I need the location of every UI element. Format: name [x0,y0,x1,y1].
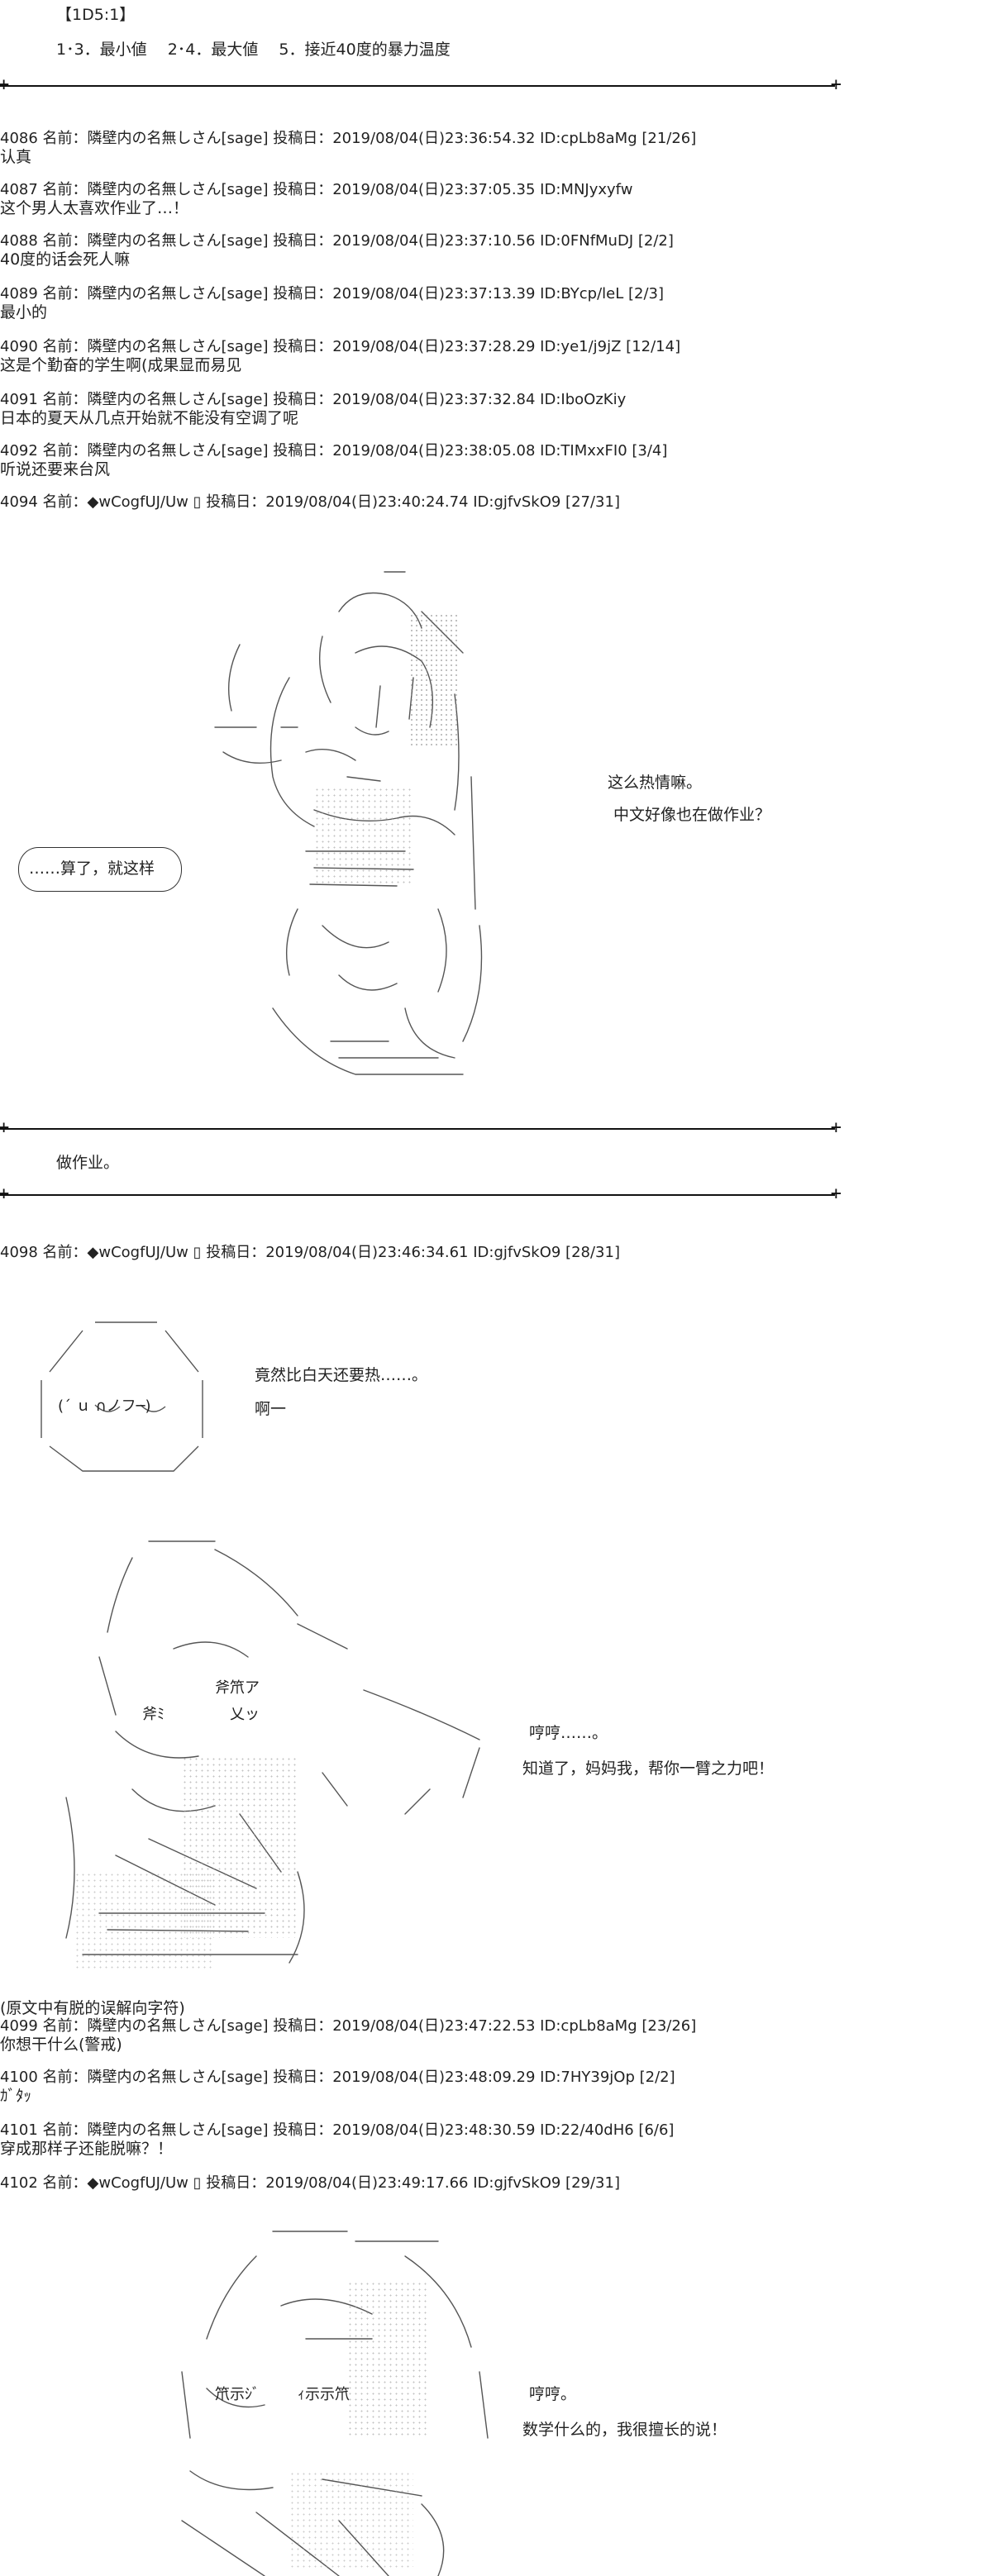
ascii-art-face: (´ ｕ ∩ノフ─) [33,1314,215,1479]
divider: ++ [0,1183,842,1204]
post-body: 你想干什么(警戒) [0,2036,122,2054]
post-meta: 4089 名前：隣壁内の名無しさん[sage] 投稿日：2019/08/04(日… [0,285,665,302]
dialogue-line: 数学什么的，我很擅长的说！ [522,2421,727,2439]
post-meta: 4102 名前：◆wCogfUJ/Uw ▯ 投稿日：2019/08/04(日)2… [0,2174,620,2192]
post-body: 40度的话会死人嘛 [0,250,131,269]
post-meta: 4086 名前：隣壁内の名無しさん[sage] 投稿日：2019/08/04(日… [0,130,697,147]
post-meta: 4092 名前：隣壁内の名無しさん[sage] 投稿日：2019/08/04(日… [0,442,668,459]
translator-note: (原文中有脱的误解向字符) [0,1999,185,2017]
divider: ++ [0,74,842,95]
ascii-art-character: 笊示ｼﾞ ｨ示示笊 [157,2223,521,2576]
post-meta: 4100 名前：隣壁内の名無しさん[sage] 投稿日：2019/08/04(日… [0,2069,675,2086]
art-text: ｨ示示笊 [298,2386,350,2403]
ascii-art-character [190,562,579,1107]
divider: ++ [0,1117,842,1138]
art-text: 乂ッ [230,1706,260,1723]
post-body: 这是个勤奋的学生啊(成果显而易见 [0,356,242,374]
art-text: 笊示ｼﾞ [215,2386,260,2403]
vote-tag: 【1D5:1】 [56,6,136,24]
art-text: 斧笊ア [215,1679,260,1697]
post-body: 日本的夏天从几点开始就不能没有空调了呢 [0,409,299,427]
face-text: (´ ｕ ∩ノフ─) [58,1398,151,1415]
post-body: 穿成那样子还能脱嘛？！ [0,2140,174,2158]
post-body: 听说还要来台风 [0,460,111,479]
post-meta: 4088 名前：隣壁内の名無しさん[sage] 投稿日：2019/08/04(日… [0,232,674,250]
post-body: ｶﾞﾀｯ [0,2087,32,2105]
post-body: 这个男人太喜欢作业了…！ [0,199,189,217]
post-body: 最小的 [0,303,48,321]
narration: 做作业。 [56,1154,120,1172]
post-meta: 4087 名前：隣壁内の名無しさん[sage] 投稿日：2019/08/04(日… [0,181,633,198]
dialogue-line: 哼哼。 [529,2385,577,2403]
post-meta: 4094 名前：◆wCogfUJ/Uw ▯ 投稿日：2019/08/04(日)2… [0,493,620,511]
dialogue-line: 知道了，妈妈我，帮你一臂之力吧！ [522,1759,775,1778]
post-meta: 4101 名前：隣壁内の名無しさん[sage] 投稿日：2019/08/04(日… [0,2121,675,2139]
ascii-art-character: 斧笊ア 斧ﾐ 乂ッ [50,1525,513,1996]
dialogue-line: 啊一 [255,1400,287,1418]
post-body: 认真 [0,148,32,166]
dialogue-line: 这么热情嘛。 [608,774,703,792]
bubble-text: ……算了，就这样 [29,859,155,878]
dialogue-line: 中文好像也在做作业？ [613,806,771,824]
vote-options: 1･3．最小値 2･4．最大値 5．接近40度的暴力温度 [56,40,451,59]
post-meta: 4099 名前：隣壁内の名無しさん[sage] 投稿日：2019/08/04(日… [0,2017,697,2035]
post-meta: 4091 名前：隣壁内の名無しさん[sage] 投稿日：2019/08/04(日… [0,391,627,408]
post-meta: 4090 名前：隣壁内の名無しさん[sage] 投稿日：2019/08/04(日… [0,338,681,355]
speech-bubble: ……算了，就这样 [18,847,182,892]
post-meta: 4098 名前：◆wCogfUJ/Uw ▯ 投稿日：2019/08/04(日)2… [0,1244,620,1261]
dialogue-line: 竟然比白天还要热……。 [255,1366,428,1384]
dialogue-line: 哼哼……。 [529,1724,608,1742]
art-text: 斧ﾐ [142,1706,165,1723]
